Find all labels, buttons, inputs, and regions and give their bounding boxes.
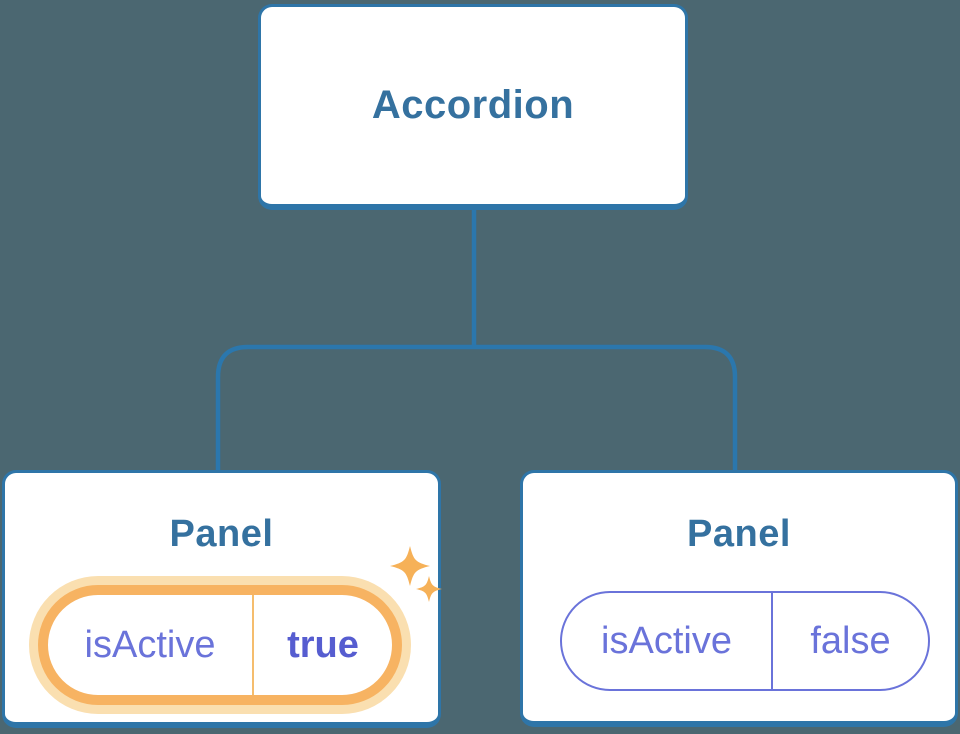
panel-title: Panel: [169, 513, 274, 555]
branch-line: [215, 344, 738, 472]
accordion-node: Accordion: [258, 4, 688, 210]
panel-title: Panel: [687, 513, 791, 555]
state-key: isActive: [562, 593, 773, 689]
state-pill-active: isActive true: [38, 585, 402, 705]
sparkle-small: [416, 576, 442, 602]
accordion-node-label: Accordion: [371, 83, 575, 127]
sparkle-large: [390, 546, 430, 586]
panel-node-inactive: Panel isActive false: [520, 470, 958, 727]
state-value: true: [287, 623, 359, 666]
state-key: isActive: [48, 595, 254, 695]
state-value: false: [810, 619, 891, 662]
state-pill-inactive: isActive false: [560, 591, 930, 691]
panel-node-active: Panel isActive true: [2, 470, 442, 728]
